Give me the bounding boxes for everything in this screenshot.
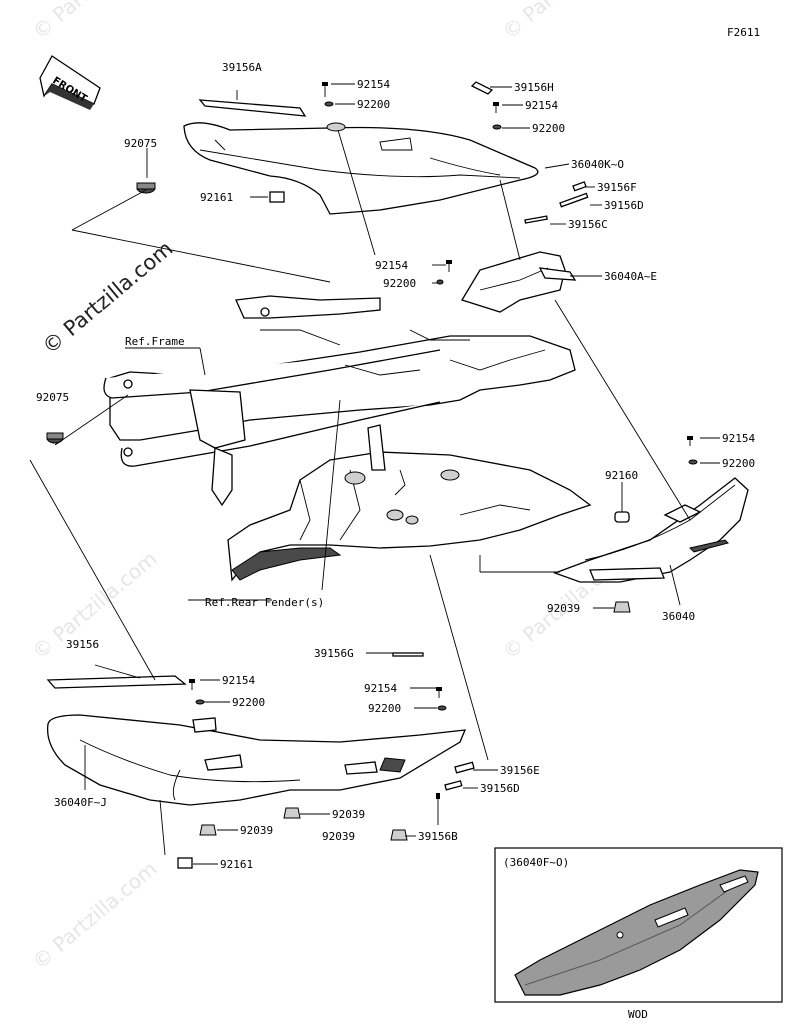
- inset-caption: WOD: [628, 1008, 648, 1021]
- inner-bracket-36040AE: [461, 251, 577, 313]
- inset-title: (36040F~O): [503, 856, 569, 869]
- label-39156A: 39156A: [222, 61, 262, 74]
- tail-cover-36040: [553, 477, 749, 583]
- part-92160: [614, 511, 630, 523]
- label-92200: 92200: [722, 457, 755, 470]
- grommet-92075-a: [136, 182, 156, 194]
- label-92200: 92200: [357, 98, 390, 111]
- figure-code: F2611: [727, 26, 760, 39]
- stripe-39156A: [198, 99, 307, 117]
- inset-side-cover: [514, 869, 759, 996]
- label-92200: 92200: [532, 122, 565, 135]
- label-92154: 92154: [364, 682, 397, 695]
- label-39156: 39156: [66, 638, 99, 651]
- label-92161: 92161: [200, 191, 233, 204]
- clip-92161-a: [269, 191, 285, 203]
- watermark: © Partzilla.com: [28, 0, 162, 44]
- stripe-39156: [46, 675, 187, 689]
- label-39156G: 39156G: [314, 647, 354, 660]
- label-36040AE: 36040A~E: [604, 270, 657, 283]
- label-92154: 92154: [722, 432, 755, 445]
- label-92200: 92200: [368, 702, 401, 715]
- watermark: © Partzilla.com: [28, 856, 162, 974]
- label-92161: 92161: [220, 858, 253, 871]
- label-92160: 92160: [605, 469, 638, 482]
- label-92200: 92200: [232, 696, 265, 709]
- upper-seat-cover: [183, 122, 539, 215]
- label-92154: 92154: [375, 259, 408, 272]
- label-92039: 92039: [240, 824, 273, 837]
- label-92154: 92154: [222, 674, 255, 687]
- label-92039: 92039: [332, 808, 365, 821]
- frame: [103, 295, 576, 507]
- nut-92039-a: [613, 601, 631, 613]
- bolts-lower: [177, 679, 447, 869]
- label-39156H: 39156H: [514, 81, 554, 94]
- label-36040: 36040: [662, 610, 695, 623]
- label-39156B: 39156B: [418, 830, 458, 843]
- decals-lower: [392, 652, 475, 791]
- leader-lines: [29, 83, 720, 865]
- side-cover-36040FJ: [46, 714, 467, 806]
- inset-panel: (36040F~O) WOD: [494, 847, 783, 1021]
- watermark: © Partzilla.com: [498, 0, 632, 44]
- label-39156C: 39156C: [568, 218, 608, 231]
- part-labels: 39156A 92154 92200 39156H 92154 92200 36…: [36, 61, 755, 871]
- label-ref-rear-fender: Ref.Rear Fender(s): [205, 596, 324, 609]
- front-arrow-icon: FRONT: [39, 55, 101, 110]
- label-92154: 92154: [525, 99, 558, 112]
- label-36040KO: 36040K~O: [571, 158, 624, 171]
- label-92075: 92075: [36, 391, 69, 404]
- label-92154: 92154: [357, 78, 390, 91]
- label-ref-frame: Ref.Frame: [125, 335, 185, 348]
- label-39156D: 39156D: [480, 782, 520, 795]
- grommet-92075-b: [46, 432, 64, 444]
- bolts-upper: [322, 82, 698, 465]
- label-92039: 92039: [547, 602, 580, 615]
- label-39156D: 39156D: [604, 199, 644, 212]
- label-39156E: 39156E: [500, 764, 540, 777]
- label-92075: 92075: [124, 137, 157, 150]
- label-92039: 92039: [322, 830, 355, 843]
- decals-right: [470, 81, 589, 224]
- label-36040FJ: 36040F~J: [54, 796, 107, 809]
- label-39156F: 39156F: [597, 181, 637, 194]
- label-92200: 92200: [383, 277, 416, 290]
- rear-fender: [227, 424, 592, 582]
